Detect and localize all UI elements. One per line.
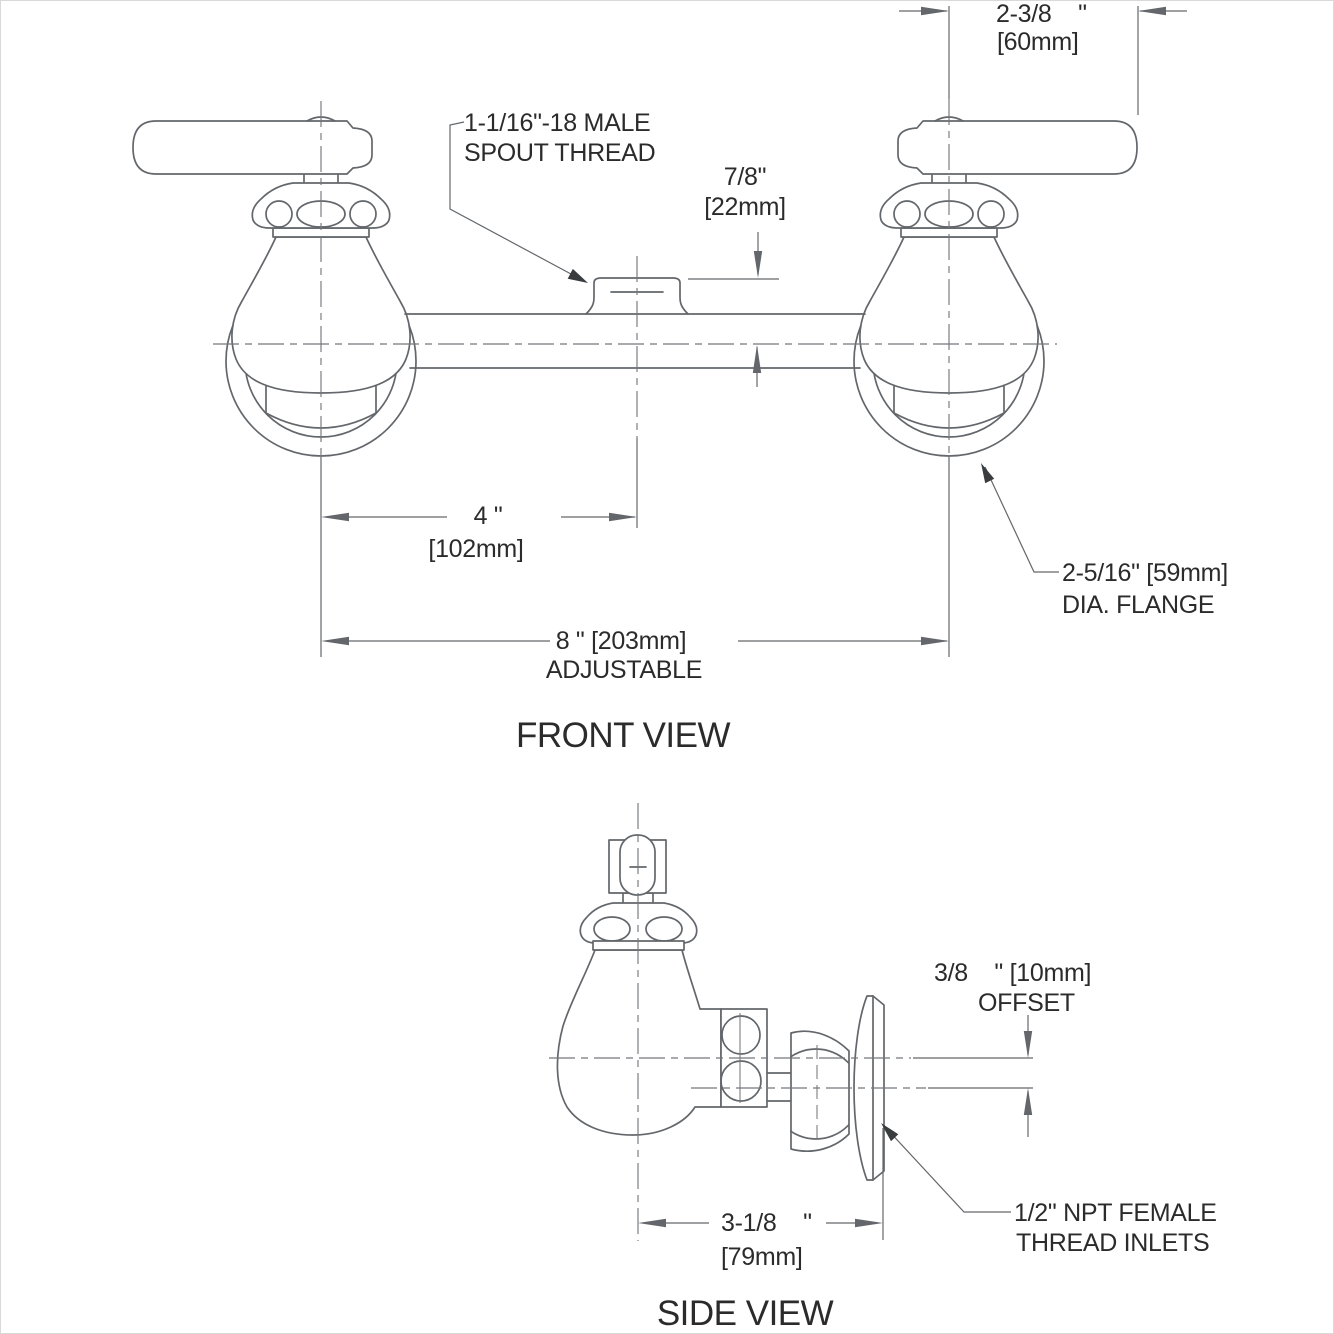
dim-spout-height-metric: [22mm] — [704, 193, 786, 221]
union-nut-hole — [720, 1060, 762, 1102]
side-bonnet-lug — [593, 916, 631, 942]
inlet-leader — [886, 1128, 1011, 1213]
dim-wall-to-center-value: 3-1/8 " — [721, 1209, 812, 1237]
dim-wall-to-center-metric: [79mm] — [721, 1243, 803, 1271]
inlet-arrow — [881, 1123, 899, 1142]
side-view-dimensions — [638, 1015, 1033, 1240]
side-valve-bell — [556, 949, 722, 1136]
spout-boss — [585, 277, 689, 315]
flange-leader — [984, 466, 1059, 573]
dim-spout-to-valve-metric: [102mm] — [428, 535, 524, 563]
dim-handle-projection-metric: [60mm] — [997, 28, 1079, 56]
right-valve — [853, 116, 1138, 457]
callout-flange-line1: 2-5/16" [59mm] — [1062, 559, 1228, 587]
front-view-drawing — [132, 116, 1138, 457]
left-valve — [132, 116, 417, 457]
front-view-title: FRONT VIEW — [515, 716, 731, 755]
side-bonnet-lug — [645, 916, 683, 942]
dim-valve-spacing-note: ADJUSTABLE — [545, 656, 703, 684]
dim-handle-projection-value: 2-3/8 " — [996, 0, 1087, 28]
side-view-drawing — [556, 834, 885, 1181]
flange-arrow — [981, 463, 995, 484]
centerlines — [213, 99, 1057, 1241]
front-view-dimensions — [320, 6, 1187, 657]
callout-flange-line2: DIA. FLANGE — [1062, 591, 1215, 619]
wall-flange-side — [853, 995, 885, 1181]
callout-spout-thread-line1: 1-1/16"-18 MALE — [464, 109, 651, 137]
callout-inlet-line1: 1/2" NPT FEMALE — [1014, 1199, 1217, 1227]
callout-inlet-line2: THREAD INLETS — [1016, 1229, 1210, 1257]
dim-inlet-offset-value: 3/8 " [10mm] — [934, 959, 1092, 987]
callout-spout-thread-line2: SPOUT THREAD — [464, 139, 656, 167]
spout-thread-leader — [449, 121, 585, 282]
ball-joint — [790, 1048, 849, 1140]
eccentric-body — [790, 1030, 850, 1152]
dim-spout-height-value: 7/8" — [723, 163, 767, 191]
dim-spout-to-valve-value: 4 " — [473, 502, 503, 530]
supply-tube — [404, 313, 866, 369]
spout-thread-arrow — [567, 268, 588, 283]
dim-inlet-offset-note: OFFSET — [978, 989, 1075, 1017]
union-nut-hole — [721, 1015, 761, 1055]
side-view-title: SIDE VIEW — [656, 1294, 834, 1333]
dim-valve-spacing-value: 8 " [203mm] — [555, 627, 687, 655]
